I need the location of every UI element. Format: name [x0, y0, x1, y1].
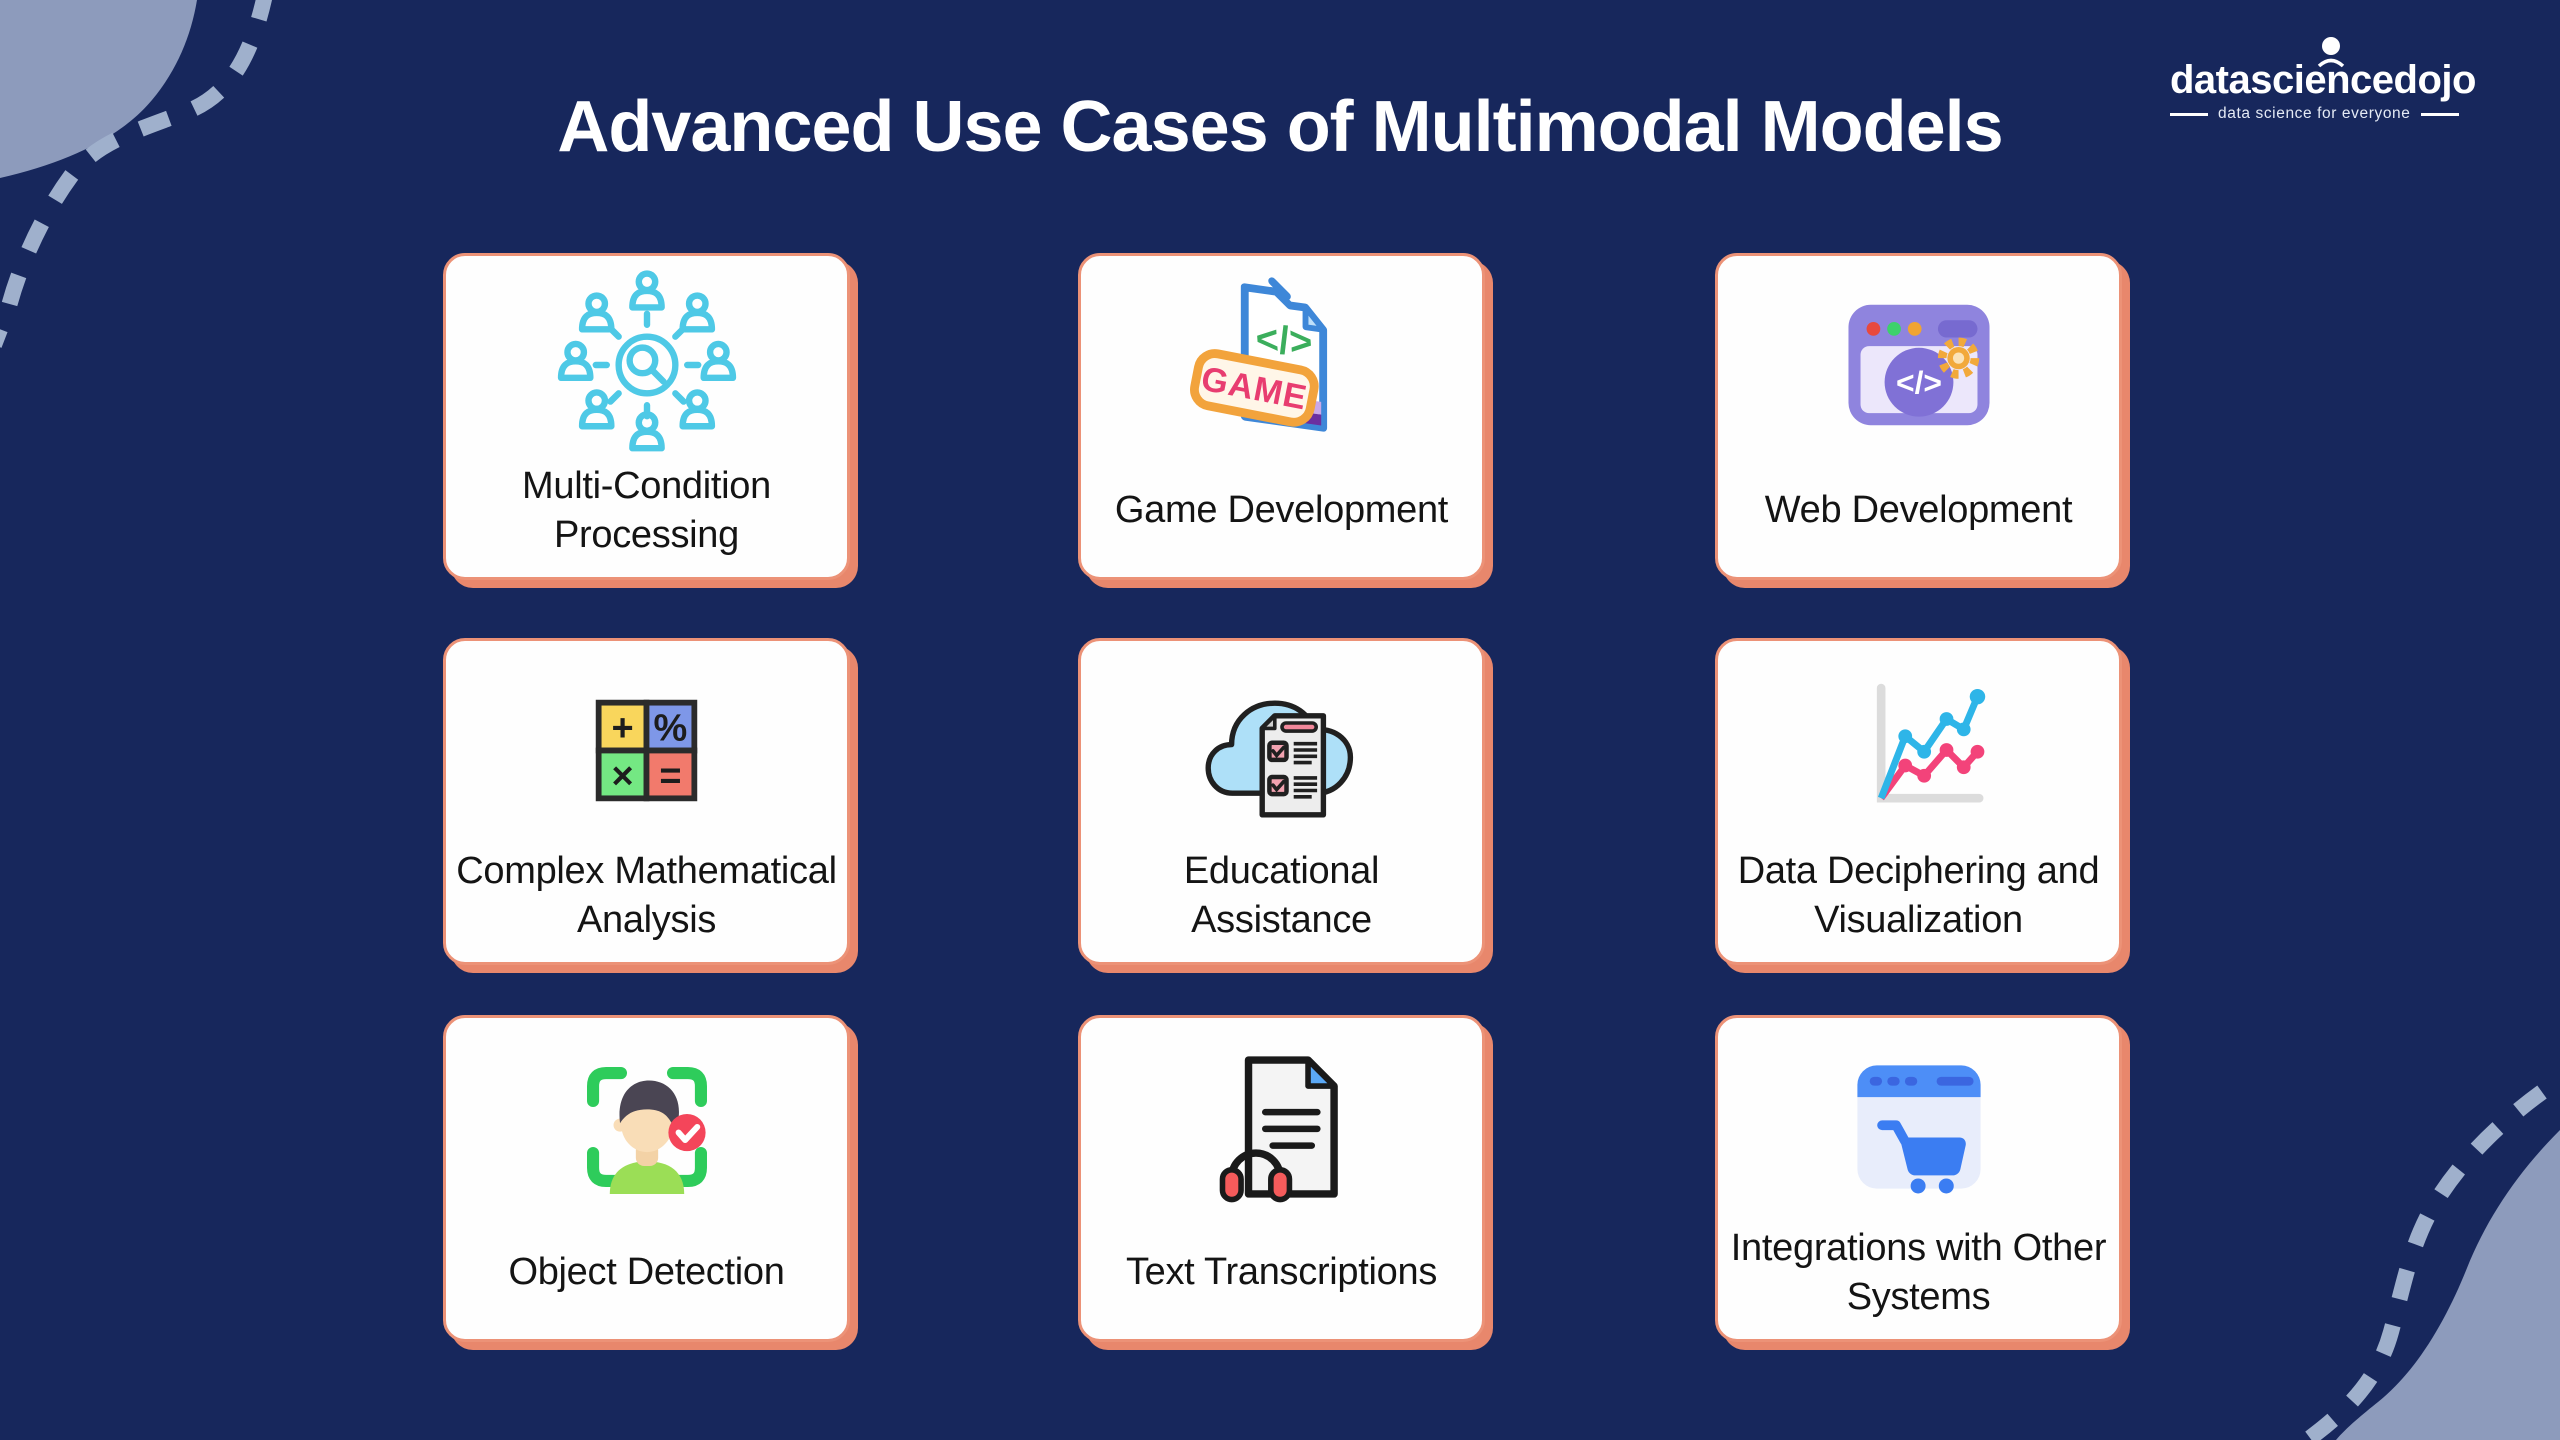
brand-name: datasciencedojo	[2170, 58, 2476, 102]
card-label: Text Transcriptions	[1125, 1251, 1438, 1294]
card-object-detection: Object Detection	[443, 1015, 850, 1342]
card-label: Web Development	[1764, 489, 2073, 532]
tagline-rule-right	[2420, 112, 2459, 116]
blue-series	[1877, 688, 1985, 800]
face-detection-icon	[586, 1067, 707, 1194]
card-multi-condition-processing: Multi-Condition Processing	[443, 253, 850, 580]
code-glyph: </>	[1896, 364, 1942, 400]
dashed-curve-top-left	[0, 0, 272, 348]
card-text-transcriptions: Text Transcriptions	[1078, 1015, 1485, 1342]
code-glyph: </>	[1254, 317, 1314, 365]
tagline-text: data science for everyone	[2218, 105, 2411, 122]
corner-decoration-top-left	[0, 0, 272, 348]
card-label: Data Deciphering and Visualization	[1737, 849, 2100, 941]
card-game-development: </> GAME Game Development	[1078, 253, 1485, 580]
detection-frame	[586, 1067, 707, 1187]
card-integrations-with-other-systems: Integrations with Other Systems	[1715, 1015, 2122, 1342]
corner-decoration-bottom-right	[2305, 1085, 2560, 1440]
logo-tagline: data science for everyone	[2170, 105, 2470, 123]
document-headphones-icon	[1219, 1056, 1338, 1203]
tagline-rule-left	[2170, 112, 2208, 116]
headphones-icon	[1219, 1149, 1292, 1203]
multiply-symbol: ×	[611, 755, 633, 797]
corner-blob-bottom-right	[2336, 1130, 2560, 1440]
card-label: Multi-Condition Processing	[522, 464, 771, 556]
page-title: Advanced Use Cases of Multimodal Models	[557, 87, 2003, 167]
math-operations-icon: + % × =	[595, 699, 698, 801]
card-label: Game Development	[1114, 489, 1449, 532]
browser-cart-icon	[1856, 1065, 1981, 1194]
equals-symbol: =	[659, 755, 681, 797]
percent-symbol: %	[654, 707, 688, 749]
game-file-icon: </> GAME	[1189, 277, 1327, 432]
card-complex-mathematical-analysis: + % × = Complex Mathematical Analysis	[443, 638, 850, 965]
browser-code-gear-icon: </>	[1847, 304, 1990, 426]
card-label: Integrations with Other Systems	[1730, 1226, 2107, 1318]
card-label: Complex Mathematical Analysis	[456, 849, 837, 941]
dojo-person-icon	[2317, 37, 2345, 68]
card-data-deciphering-and-visualization: Data Deciphering and Visualization	[1715, 638, 2122, 965]
cloud-checklist-icon	[1205, 700, 1353, 818]
shopping-cart-icon	[1876, 1120, 1966, 1194]
brand-logo: datasciencedojo data science for everyon…	[2170, 37, 2476, 123]
card-educational-assistance: Educational Assistance	[1078, 638, 1485, 965]
pink-series	[1877, 743, 1984, 801]
card-web-development: </> Web Development	[1715, 253, 2122, 580]
card-label: Educational Assistance	[1183, 849, 1380, 941]
brand-logo-text: datasciencedojo	[2170, 37, 2476, 102]
check-badge-icon	[667, 1113, 706, 1152]
card-label: Object Detection	[508, 1251, 785, 1294]
line-chart-icon	[1876, 683, 1985, 803]
dashed-curve-bottom-right	[2305, 1085, 2547, 1440]
people-network-search-icon	[551, 269, 743, 461]
plus-symbol: +	[611, 707, 633, 749]
